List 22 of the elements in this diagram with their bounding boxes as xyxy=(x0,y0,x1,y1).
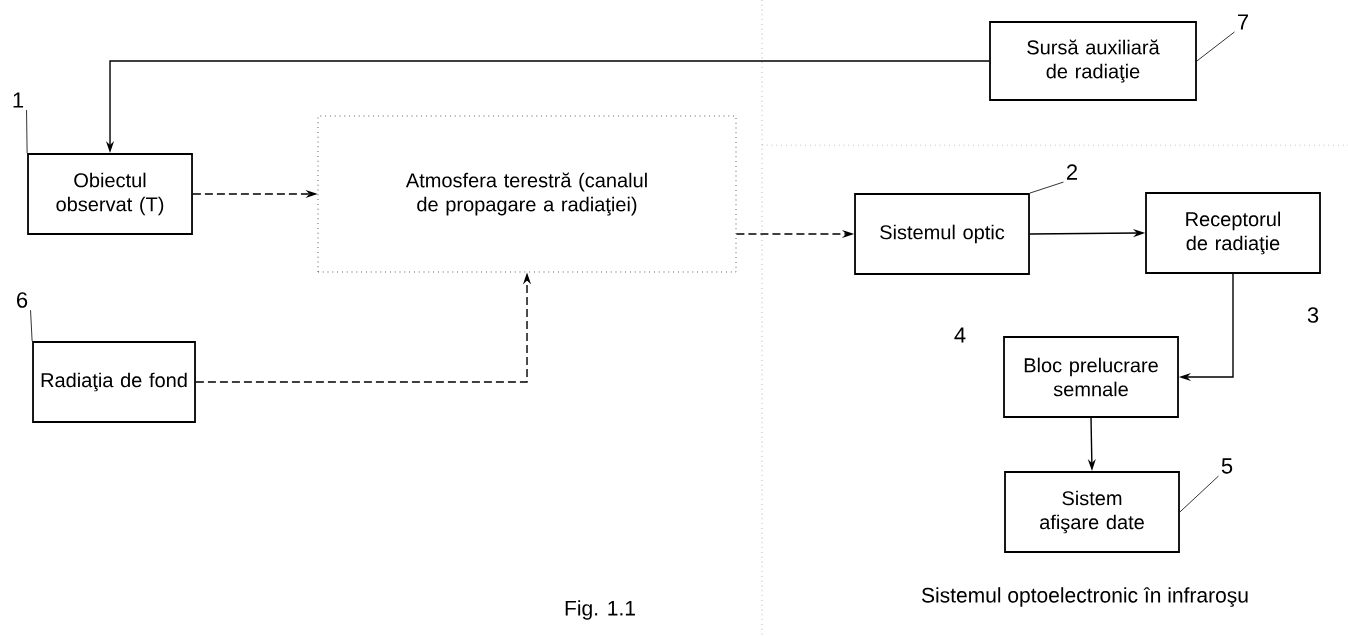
figure-caption: Fig. 1.1 xyxy=(565,600,635,620)
block-box: Receptorul de radiaţie xyxy=(1145,192,1321,274)
callout-number: 4 xyxy=(954,327,966,343)
leader-line xyxy=(1029,181,1064,194)
callout-number: 5 xyxy=(1221,458,1233,474)
callout-number: 6 xyxy=(17,292,28,308)
block-box: Obiectul observat (T) xyxy=(27,153,193,235)
leader-line xyxy=(26,109,28,154)
block-box: Bloc prelucrare semnale xyxy=(1003,336,1179,418)
block-box: Sursă auxiliară de radiaţie xyxy=(989,21,1197,101)
block-box: Sistemul optic xyxy=(854,193,1030,275)
callout-number: 7 xyxy=(1238,14,1249,30)
section-label: Sistemul optoelectronic în infraroşu xyxy=(921,587,1248,607)
channel-box: Atmosfera terestră (canalul de propagare a radiaţiei) xyxy=(317,115,737,273)
leader-line xyxy=(1196,31,1235,62)
callout-number: 1 xyxy=(13,92,24,108)
block-box: Sistem afişare date xyxy=(1004,471,1180,553)
leader-line xyxy=(30,309,33,342)
callout-number: 2 xyxy=(1067,164,1078,180)
callout-number: 3 xyxy=(1307,307,1319,323)
block-box: Radiaţia de fond xyxy=(32,341,196,423)
leader-line xyxy=(1179,475,1219,513)
